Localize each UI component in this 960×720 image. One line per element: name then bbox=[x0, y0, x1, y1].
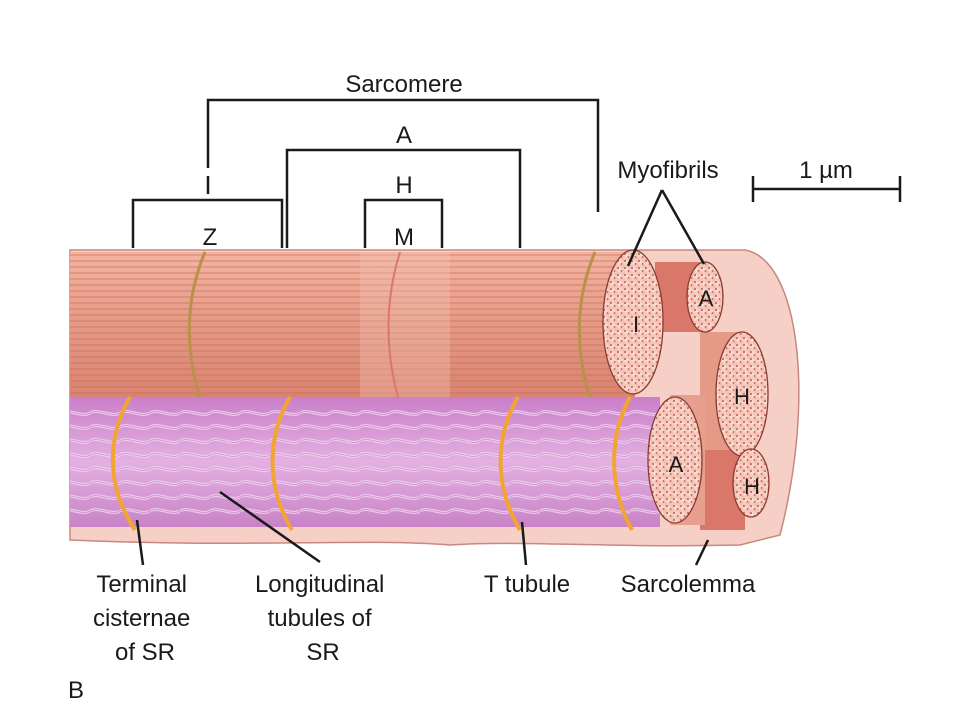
t-tubule-ring bbox=[498, 395, 522, 532]
t-tubule-ring bbox=[270, 395, 294, 532]
a-band-bracket bbox=[285, 148, 522, 248]
h-zone-bracket bbox=[363, 198, 444, 248]
myofibril-end-i bbox=[602, 249, 664, 395]
z-line bbox=[577, 251, 597, 398]
sarcolemma-pointer bbox=[694, 539, 710, 566]
terminal-cisternae-pointer bbox=[135, 519, 145, 566]
a-band-label: A bbox=[396, 122, 412, 149]
myofibrils-label: Myofibrils bbox=[617, 157, 718, 184]
sarcolemma-label: Sarcolemma bbox=[621, 571, 756, 598]
terminal-cisternae-label: Terminal cisternae of SR bbox=[93, 571, 197, 666]
longitudinal-tubules-label: Longitudinal tubules of SR bbox=[255, 571, 391, 666]
myofibril-pointer-1 bbox=[626, 189, 664, 267]
myofibril-pointer-2 bbox=[660, 189, 706, 265]
upper-myofibril bbox=[70, 251, 635, 398]
h-zone-label: H bbox=[395, 172, 412, 199]
fibril-a-label: A bbox=[699, 286, 714, 311]
sarcomere-label: Sarcomere bbox=[345, 71, 462, 98]
sarcoplasmic-reticulum bbox=[70, 395, 660, 532]
myofibril-end-h-lower bbox=[732, 448, 770, 518]
z-line bbox=[187, 251, 207, 398]
fibril-h-lower-label: H bbox=[744, 474, 760, 499]
t-tubule-label: T tubule bbox=[484, 571, 570, 598]
panel-letter: B bbox=[68, 677, 84, 704]
scale-bar bbox=[751, 176, 902, 202]
t-tubule-ring bbox=[110, 395, 137, 532]
fibril-a-lower-label: A bbox=[669, 452, 684, 477]
longitudinal-tubules-pointer bbox=[219, 490, 321, 564]
m-line-label: M bbox=[394, 224, 414, 251]
fibril-i-label: I bbox=[633, 312, 639, 337]
fibril-ends bbox=[602, 249, 770, 530]
i-band-bracket bbox=[131, 198, 284, 248]
t-tubule-pointer bbox=[520, 521, 528, 566]
t-tubule-ring bbox=[612, 396, 634, 531]
myofibril-end-a bbox=[686, 261, 724, 333]
band-brackets bbox=[131, 98, 902, 566]
scale-label: 1 µm bbox=[799, 157, 853, 184]
myofibril-end-a-lower bbox=[647, 396, 703, 524]
z-line-label: Z bbox=[203, 224, 218, 251]
sarcomere-bracket bbox=[206, 98, 600, 212]
fibril-h-label: H bbox=[734, 384, 750, 409]
m-line bbox=[387, 251, 401, 398]
